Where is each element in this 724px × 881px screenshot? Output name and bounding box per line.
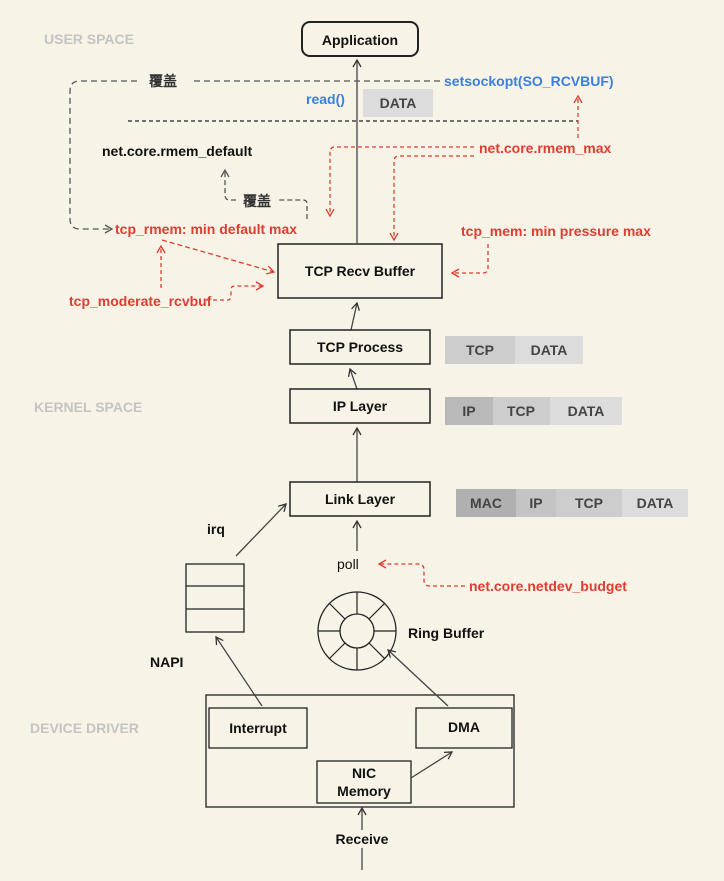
section-user-space: USER SPACE (44, 31, 134, 47)
netdev-budget-label: net.core.netdev_budget (469, 578, 627, 594)
section-device-driver: DEVICE DRIVER (30, 720, 139, 736)
nic-memory-box (316, 760, 412, 804)
rmem-max-label: net.core.rmem_max (479, 140, 612, 156)
moderate-to-recv-buffer (206, 281, 265, 301)
irq-label: irq (207, 521, 225, 537)
interrupt-label: Interrupt (229, 720, 287, 736)
application-label: Application (322, 32, 398, 48)
tcp-header-data-label: DATA (531, 342, 568, 358)
nic-memory-label-line1: NIC (352, 765, 376, 781)
ip-layer-label: IP Layer (333, 398, 388, 414)
napi-label: NAPI (150, 654, 183, 670)
dma-box (415, 707, 513, 749)
tcp-mem-label: tcp_mem: min pressure max (461, 223, 651, 239)
tcp-rmem-to-recv-buffer (161, 239, 276, 275)
tcp-process-box (289, 329, 431, 365)
dma-label: DMA (448, 719, 480, 735)
link-header-tcp-label: TCP (575, 495, 603, 511)
ip-header-chip-tcp (493, 397, 550, 425)
netdev-budget-arrow (377, 559, 465, 587)
section-kernel-space: KERNEL SPACE (34, 399, 142, 415)
tcp-process-label: TCP Process (317, 339, 403, 355)
ip-header-tcp-label: TCP (507, 403, 535, 419)
link-header-data-label: DATA (637, 495, 674, 511)
rmem-max-to-recv-buffer (389, 155, 474, 242)
override-label-top: 覆盖 (149, 73, 177, 89)
override-path-mid (225, 170, 308, 219)
tcp-recv-buffer-label: TCP Recv Buffer (305, 263, 416, 279)
nic-to-dma-arrow (410, 751, 454, 779)
ring-buffer-icon (317, 591, 397, 671)
interrupt-to-napi-arrow (215, 635, 263, 707)
poll-label: poll (337, 556, 359, 572)
rmem-max-to-tcp-rmem (325, 146, 474, 218)
rmem-default-label: net.core.rmem_default (102, 143, 252, 159)
ip-header-chip-data (550, 397, 622, 425)
read-label: read() (306, 91, 345, 107)
flow-arrow-to-recv-buffer (350, 301, 361, 331)
link-header-ip-label: IP (529, 495, 542, 511)
tcp-header-chip-data (515, 336, 583, 364)
tcp-header-tcp-label: TCP (466, 342, 494, 358)
napi-queue (185, 563, 245, 633)
dma-to-ring-arrow (387, 649, 449, 707)
tcp-header-chip-tcp (445, 336, 515, 364)
override-label-mid: 覆盖 (243, 193, 271, 209)
app-data-chip-label: DATA (380, 95, 417, 111)
ring-buffer-label: Ring Buffer (408, 625, 485, 641)
flow-arrow-to-tcp-process (347, 367, 358, 390)
link-header-chip-data (622, 489, 688, 517)
nic-memory-label-line2: Memory (337, 783, 391, 799)
receive-label: Receive (336, 831, 389, 847)
ip-layer-box (289, 388, 431, 424)
link-layer-box (289, 481, 431, 517)
tcp-mem-to-recv-buffer (450, 244, 489, 278)
tcp-rmem-label: tcp_rmem: min default max (115, 221, 297, 237)
application-box (301, 21, 419, 57)
link-header-chip-mac (456, 489, 516, 517)
interrupt-box (208, 707, 308, 749)
irq-arrow (235, 503, 287, 557)
link-layer-label: Link Layer (325, 491, 396, 507)
tcp-recv-buffer-box (277, 243, 443, 299)
ip-header-data-label: DATA (568, 403, 605, 419)
setsockopt-label: setsockopt(SO_RCVBUF) (444, 73, 614, 89)
override-path-top (69, 80, 440, 229)
receive-label-bg (328, 830, 396, 848)
ip-header-chip-ip (445, 397, 493, 425)
link-header-chip-ip (516, 489, 556, 517)
tcp-moderate-rcvbuf-label: tcp_moderate_rcvbuf (69, 293, 212, 309)
link-header-mac-label: MAC (470, 495, 502, 511)
ip-header-ip-label: IP (462, 403, 475, 419)
link-header-chip-tcp (556, 489, 622, 517)
app-data-chip (363, 89, 433, 117)
